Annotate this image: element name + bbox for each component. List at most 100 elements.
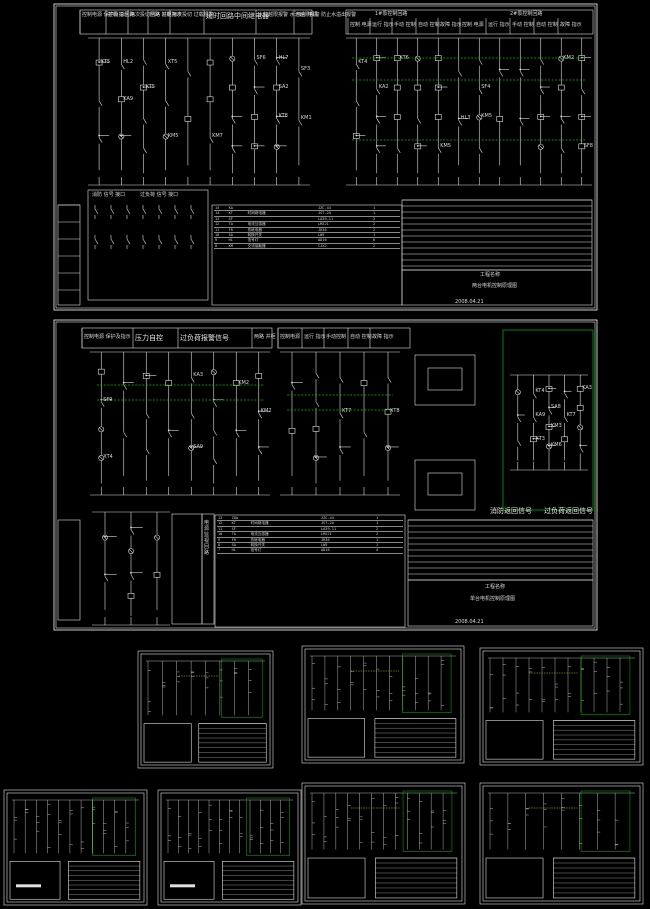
sheet1-right-device-tag: SF4 <box>481 84 491 91</box>
sheet1-header-cell: 控制 电源 <box>462 22 484 28</box>
table-cell: KM <box>228 243 233 248</box>
sheet1-right-contact-blade <box>478 147 483 153</box>
table-cell: SF <box>228 216 233 221</box>
table-cell: 13 <box>215 216 220 221</box>
table-cell: 9 <box>218 537 221 542</box>
sheet1-right-contact-blade <box>519 71 524 77</box>
sheet2-frame <box>53 319 598 631</box>
sheet1-header-cell: 自动 控制 <box>418 22 440 28</box>
table-cell: 2 <box>372 227 376 232</box>
table-cell: 1 <box>375 516 379 520</box>
table-cell: SA <box>228 232 233 237</box>
sheet2-signal-contact-blade <box>533 416 537 423</box>
sheet1-left-junction-dot <box>275 115 278 118</box>
sheet1-right-lamp-symbol <box>537 143 544 150</box>
sheet1-left-device-tag: SF3 <box>300 66 311 73</box>
sheet2-left-junction-dot <box>145 374 148 377</box>
sheet1-left-lamp-cross <box>163 134 168 139</box>
sheet2-left-contact-blade <box>258 413 263 419</box>
sheet2-signal-contact-blade <box>564 416 568 423</box>
thumbnail-subpanel <box>9 860 61 900</box>
sheet1-left-relay-coil <box>206 59 214 66</box>
sheet2-inner-frame <box>55 321 596 629</box>
thumbnail-subpanel <box>163 860 215 900</box>
sheet1-left-device-tag: KM1 <box>300 115 312 122</box>
table-cell <box>302 211 317 215</box>
table-cell: 热继电器 <box>250 537 265 542</box>
thumbnail-inner-frame <box>482 650 641 763</box>
table-cell: 时间继电器 <box>247 211 266 216</box>
table-cell: JR36 <box>320 537 330 542</box>
sheet2-mid-lamp-symbol <box>385 445 391 451</box>
sheet1-left-device-tag: HL7 <box>278 54 289 61</box>
table-cell: TA <box>228 222 233 227</box>
sheet1-left-junction-dot <box>275 56 278 59</box>
sheet1-right-lamp-cross <box>538 144 543 149</box>
table-cell <box>302 217 317 221</box>
thumbnail-inner-frame <box>482 785 641 902</box>
sheet2-left-contact-blade <box>213 458 218 465</box>
sheet1-header-cell: 手动 控制 <box>512 22 534 28</box>
sheet1-left-contact-blade <box>165 100 169 106</box>
table-cell: HL <box>231 548 236 553</box>
sheet1-right-junction-dot <box>580 115 583 118</box>
sheet2-left-device-tag: KM2 <box>260 408 272 415</box>
thumbnail-sheet-frame <box>479 782 644 905</box>
sheet1-right-contact-blade <box>581 88 586 95</box>
sheet1-left-contact-blade <box>232 118 236 124</box>
sheet2-monitor-lamp-cross <box>128 549 134 554</box>
table-cell <box>302 206 317 210</box>
terminal-contact-blade <box>158 208 163 215</box>
thumbnail-sheet-frame <box>479 647 644 766</box>
sheet2-mid-lamp-symbol <box>313 455 319 461</box>
sheet1-right-device-tag: KT4 <box>358 59 368 66</box>
sheet2-mid-contact-blade <box>315 401 320 407</box>
sheet1-right-relay-coil <box>414 84 422 91</box>
sheet1-left-contact-blade <box>98 100 103 106</box>
table-cell: 1 <box>372 206 376 210</box>
table-cell <box>305 527 320 531</box>
sheet1-right-device-tag: KM5 <box>481 113 493 120</box>
table-cell: LMZJ1 <box>320 532 332 537</box>
sheet2-signal-lamp-cross <box>578 425 583 430</box>
sheet1-left-contact-blade <box>165 63 169 70</box>
sheet1-left-device-tag: KT5 <box>101 59 111 66</box>
sheet1-left-lamp-cross <box>119 134 124 139</box>
sheet1-left-contact-blade <box>209 137 214 143</box>
table-cell: 13 <box>218 516 223 520</box>
table-cell: KA <box>228 206 233 210</box>
table-cell: 1 <box>375 521 379 526</box>
table-cell: ZQA <box>231 516 239 520</box>
sheet2-side-box <box>201 513 215 625</box>
sheet1-right-junction-dot <box>539 115 542 118</box>
terminal-contact-blade <box>126 238 131 245</box>
table-cell <box>247 217 302 221</box>
sheet2-header-cell: 手动控制 <box>326 334 347 340</box>
sheet1-left-device-tag: KM7 <box>212 132 223 139</box>
sheet2-monitor-lamp-symbol <box>102 534 108 541</box>
thumbnail-inner-frame <box>304 648 462 761</box>
sheet1-left-junction-dot <box>253 86 256 88</box>
table-cell <box>250 516 305 520</box>
table-cell <box>302 244 317 248</box>
sheet2-relay-module-2 <box>414 459 476 511</box>
sheet2-signal-lamp-symbol <box>546 443 552 450</box>
table-cell: TA <box>231 532 236 537</box>
terminal-contact-blade <box>142 208 147 215</box>
sheet1-right-junction-dot <box>416 144 419 147</box>
sheet1-header-cell: 自动 控制 <box>536 22 558 28</box>
signal-label: 消防返回信号 <box>490 507 532 515</box>
sheet2-monitor-contact-blade <box>130 529 135 535</box>
sheet2-signal-device-tag: KM6 <box>551 442 562 449</box>
sheet2-mid-contact-blade <box>339 377 344 383</box>
table-cell: 12 <box>215 222 220 227</box>
table-cell: AD16 <box>320 548 330 553</box>
sheet1-left-lamp-cross <box>230 56 235 61</box>
sheet2-header-cell: 过负荷报警信号 <box>180 334 229 342</box>
table-cell: 2 <box>372 243 376 248</box>
sheet1-right-junction-dot <box>519 68 522 71</box>
sheet2-left-contact-blade <box>123 384 128 390</box>
table-cell: LW5 <box>317 232 325 237</box>
